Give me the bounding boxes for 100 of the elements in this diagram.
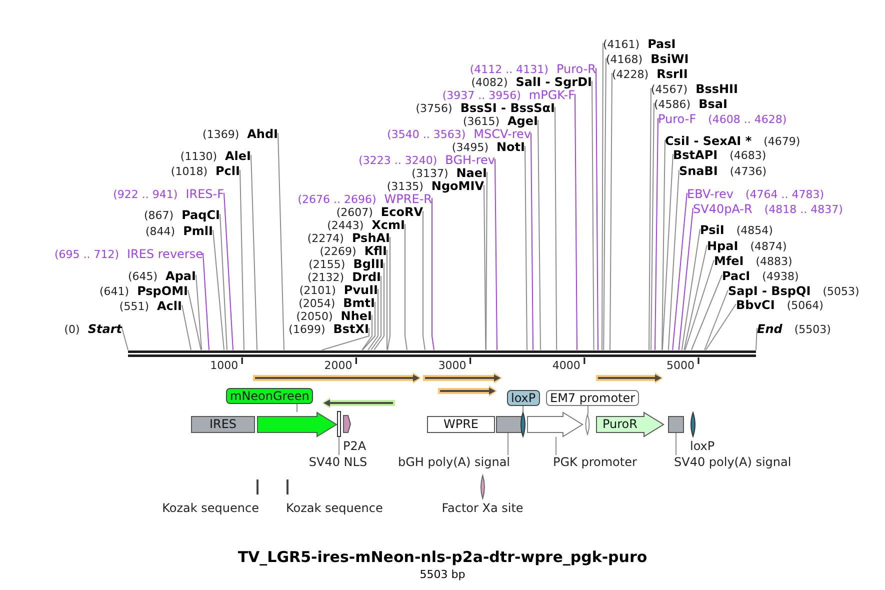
- leader-line: [250, 154, 258, 350]
- feature-label: Factor Xa site: [442, 501, 524, 515]
- restriction-site-label: (1699) BstXI: [288, 320, 369, 336]
- restriction-site-label: (3495) NotI: [452, 138, 525, 154]
- leader-line: [374, 262, 384, 350]
- leader-line: [681, 228, 700, 350]
- feature-label: loxP: [690, 439, 715, 453]
- feature-label: mNeonGreen: [226, 388, 314, 404]
- scale-label: 4000: [552, 358, 580, 372]
- restriction-site-label: (2443) XcmI: [327, 216, 405, 232]
- restriction-site-label: (4586) BsaI: [654, 96, 728, 110]
- leader-line: [574, 94, 578, 350]
- restriction-site-label: (3756) BssSI - BssSαI: [416, 100, 555, 114]
- restriction-site-label: (1130) AleI: [180, 148, 251, 162]
- primer-label: (3223 .. 3240) BGH-rev: [358, 152, 495, 166]
- leader-line: [530, 132, 534, 350]
- leader-line: [322, 328, 370, 350]
- restriction-site-label: HpaI (4874): [707, 238, 787, 252]
- leader-line: [278, 132, 284, 350]
- feature-label: Kozak sequence: [286, 501, 383, 515]
- leader-line: [690, 274, 722, 350]
- leader-line: [196, 274, 202, 350]
- feature-label: EM7 promoter: [546, 390, 640, 406]
- feature-block: [668, 416, 684, 433]
- sequence-end-label: (0) Start: [64, 320, 122, 336]
- leader-line: [756, 328, 758, 350]
- primer-label: Puro-F (4608 .. 4628): [658, 110, 787, 126]
- orf-indicator: [438, 385, 497, 397]
- restriction-site-label: (2050) NheI: [296, 308, 372, 322]
- leader-line: [368, 288, 378, 350]
- primer-label: (2676 .. 2696) WPRE-R: [298, 190, 432, 206]
- feature-mark: [520, 412, 526, 437]
- leader-line: [182, 304, 192, 350]
- restriction-site-label: (2054) BmtI: [298, 294, 375, 310]
- restriction-site-label: (4082) SalI - SgrDI: [471, 74, 592, 88]
- feature-block: WPRE: [427, 416, 495, 433]
- directional-feature: PuroR: [596, 412, 664, 437]
- leader-line: [678, 208, 694, 350]
- leader-line: [610, 72, 612, 350]
- map-title: TV_LGR5-ires-mNeon-nls-p2a-dtr-wpre_pgk-puro: [238, 548, 648, 566]
- leader-line: [432, 198, 434, 350]
- restriction-site-label: (551) AclI: [119, 298, 182, 312]
- feature-label: SV40 poly(A) signal: [674, 455, 792, 469]
- restriction-site-label: (1369) AhdI: [202, 126, 278, 140]
- leader-line: [592, 80, 594, 350]
- restriction-site-label: (2155) BglII: [308, 256, 384, 270]
- leader-line: [684, 260, 714, 350]
- leader-line: [684, 244, 708, 350]
- leader-line: [240, 170, 244, 350]
- restriction-site-label: (2607) EcoRV: [336, 204, 423, 218]
- leader-line: [122, 328, 128, 350]
- restriction-site-label: (4228) RsrII: [612, 66, 688, 80]
- leader-line: [387, 236, 390, 350]
- leader-line: [486, 172, 488, 350]
- leader-line: [596, 68, 598, 350]
- leader-line: [202, 252, 210, 350]
- feature-label: bGH poly(A) signal: [398, 455, 510, 469]
- restriction-site-label: (3137) NaeI: [412, 164, 487, 180]
- leader-line: [662, 140, 666, 350]
- restriction-site-label: (2101) PvuII: [299, 282, 378, 296]
- primer-label: (695 .. 712) IRES reverse: [54, 246, 203, 260]
- orf-indicator: [596, 372, 663, 384]
- scale-label: 3000: [438, 358, 466, 372]
- leader-line: [338, 436, 340, 456]
- leader-line: [370, 276, 382, 350]
- restriction-site-label: (1018) PclI: [170, 162, 240, 178]
- leader-line: [188, 290, 202, 350]
- restriction-site-label: (3615) AgeI: [462, 112, 538, 128]
- leader-line: [662, 154, 674, 350]
- leader-line: [494, 158, 498, 350]
- feature-label: SV40 NLS: [308, 455, 368, 469]
- leader-line: [362, 302, 376, 350]
- leader-line: [602, 42, 604, 350]
- leader-line: [224, 192, 234, 350]
- directional-feature: [257, 412, 337, 437]
- restriction-site-label: PacI (4938): [722, 268, 799, 282]
- restriction-site-label: CsiI - SexAI * (4679): [665, 132, 800, 148]
- leader-line: [672, 192, 688, 350]
- restriction-site-label: (4567) BssHII: [651, 80, 738, 96]
- restriction-site-label: (2132) DrdI: [307, 268, 381, 284]
- restriction-site-label: BbvCI (5064): [736, 296, 824, 312]
- feature-label: PGK promoter: [553, 455, 637, 469]
- leader-line: [212, 230, 224, 350]
- restriction-site-label: (2269) KflI: [320, 242, 387, 258]
- feature-block: [496, 416, 522, 433]
- restriction-site-label: (844) PmlI: [146, 222, 213, 238]
- feature-label: loxP: [507, 390, 540, 406]
- restriction-site-label: (867) PaqCI: [144, 206, 220, 222]
- map-caption: 5503 bp: [420, 568, 466, 581]
- restriction-site-label: (4168) BsiWI: [606, 50, 689, 66]
- leader-line: [654, 118, 658, 350]
- restriction-site-label: (2274) PshAI: [307, 230, 390, 244]
- leader-line: [524, 146, 528, 350]
- orf-indicator: [322, 397, 395, 409]
- primer-label: (4112 .. 4131) Puro-R: [470, 60, 596, 76]
- scale-label: 2000: [324, 358, 352, 372]
- directional-feature: [527, 412, 583, 437]
- restriction-site-label: (4161) PasI: [603, 36, 676, 50]
- leader-line: [603, 58, 606, 350]
- primer-label: (922 .. 941) IRES-F: [113, 186, 224, 200]
